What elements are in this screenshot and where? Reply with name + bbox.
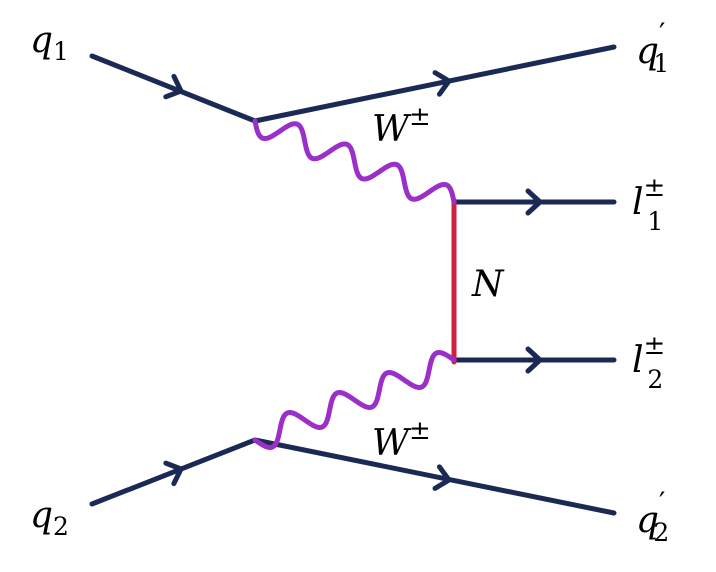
w-boson-top-line xyxy=(252,118,457,205)
w-boson-bottom-line xyxy=(252,350,457,450)
label-w-top: W± xyxy=(372,102,431,150)
label-lepton-2: l±2 xyxy=(632,331,665,394)
incoming-quark-1-line xyxy=(89,53,258,124)
arrow-lepton-2 xyxy=(525,346,543,374)
outgoing-quark-1-line xyxy=(252,44,617,124)
label-w-bottom: W± xyxy=(372,416,431,464)
label-q2-prime: q′2 xyxy=(636,486,669,547)
incoming-quark-2-line xyxy=(89,437,258,507)
label-q1: q1 xyxy=(30,20,69,66)
label-lepton-1: l±1 xyxy=(632,173,665,236)
label-q1-prime: q′1 xyxy=(636,17,669,78)
arrow-outgoing-quark-2 xyxy=(432,464,452,491)
arrow-outgoing-quark-1 xyxy=(432,70,452,97)
label-neutrino: N xyxy=(471,264,505,305)
outgoing-quark-2-line xyxy=(252,437,617,516)
arrow-incoming-quark-1 xyxy=(163,73,184,100)
arrow-lepton-1 xyxy=(525,188,543,216)
label-q2: q2 xyxy=(30,495,69,541)
arrow-incoming-quark-2 xyxy=(163,460,184,487)
